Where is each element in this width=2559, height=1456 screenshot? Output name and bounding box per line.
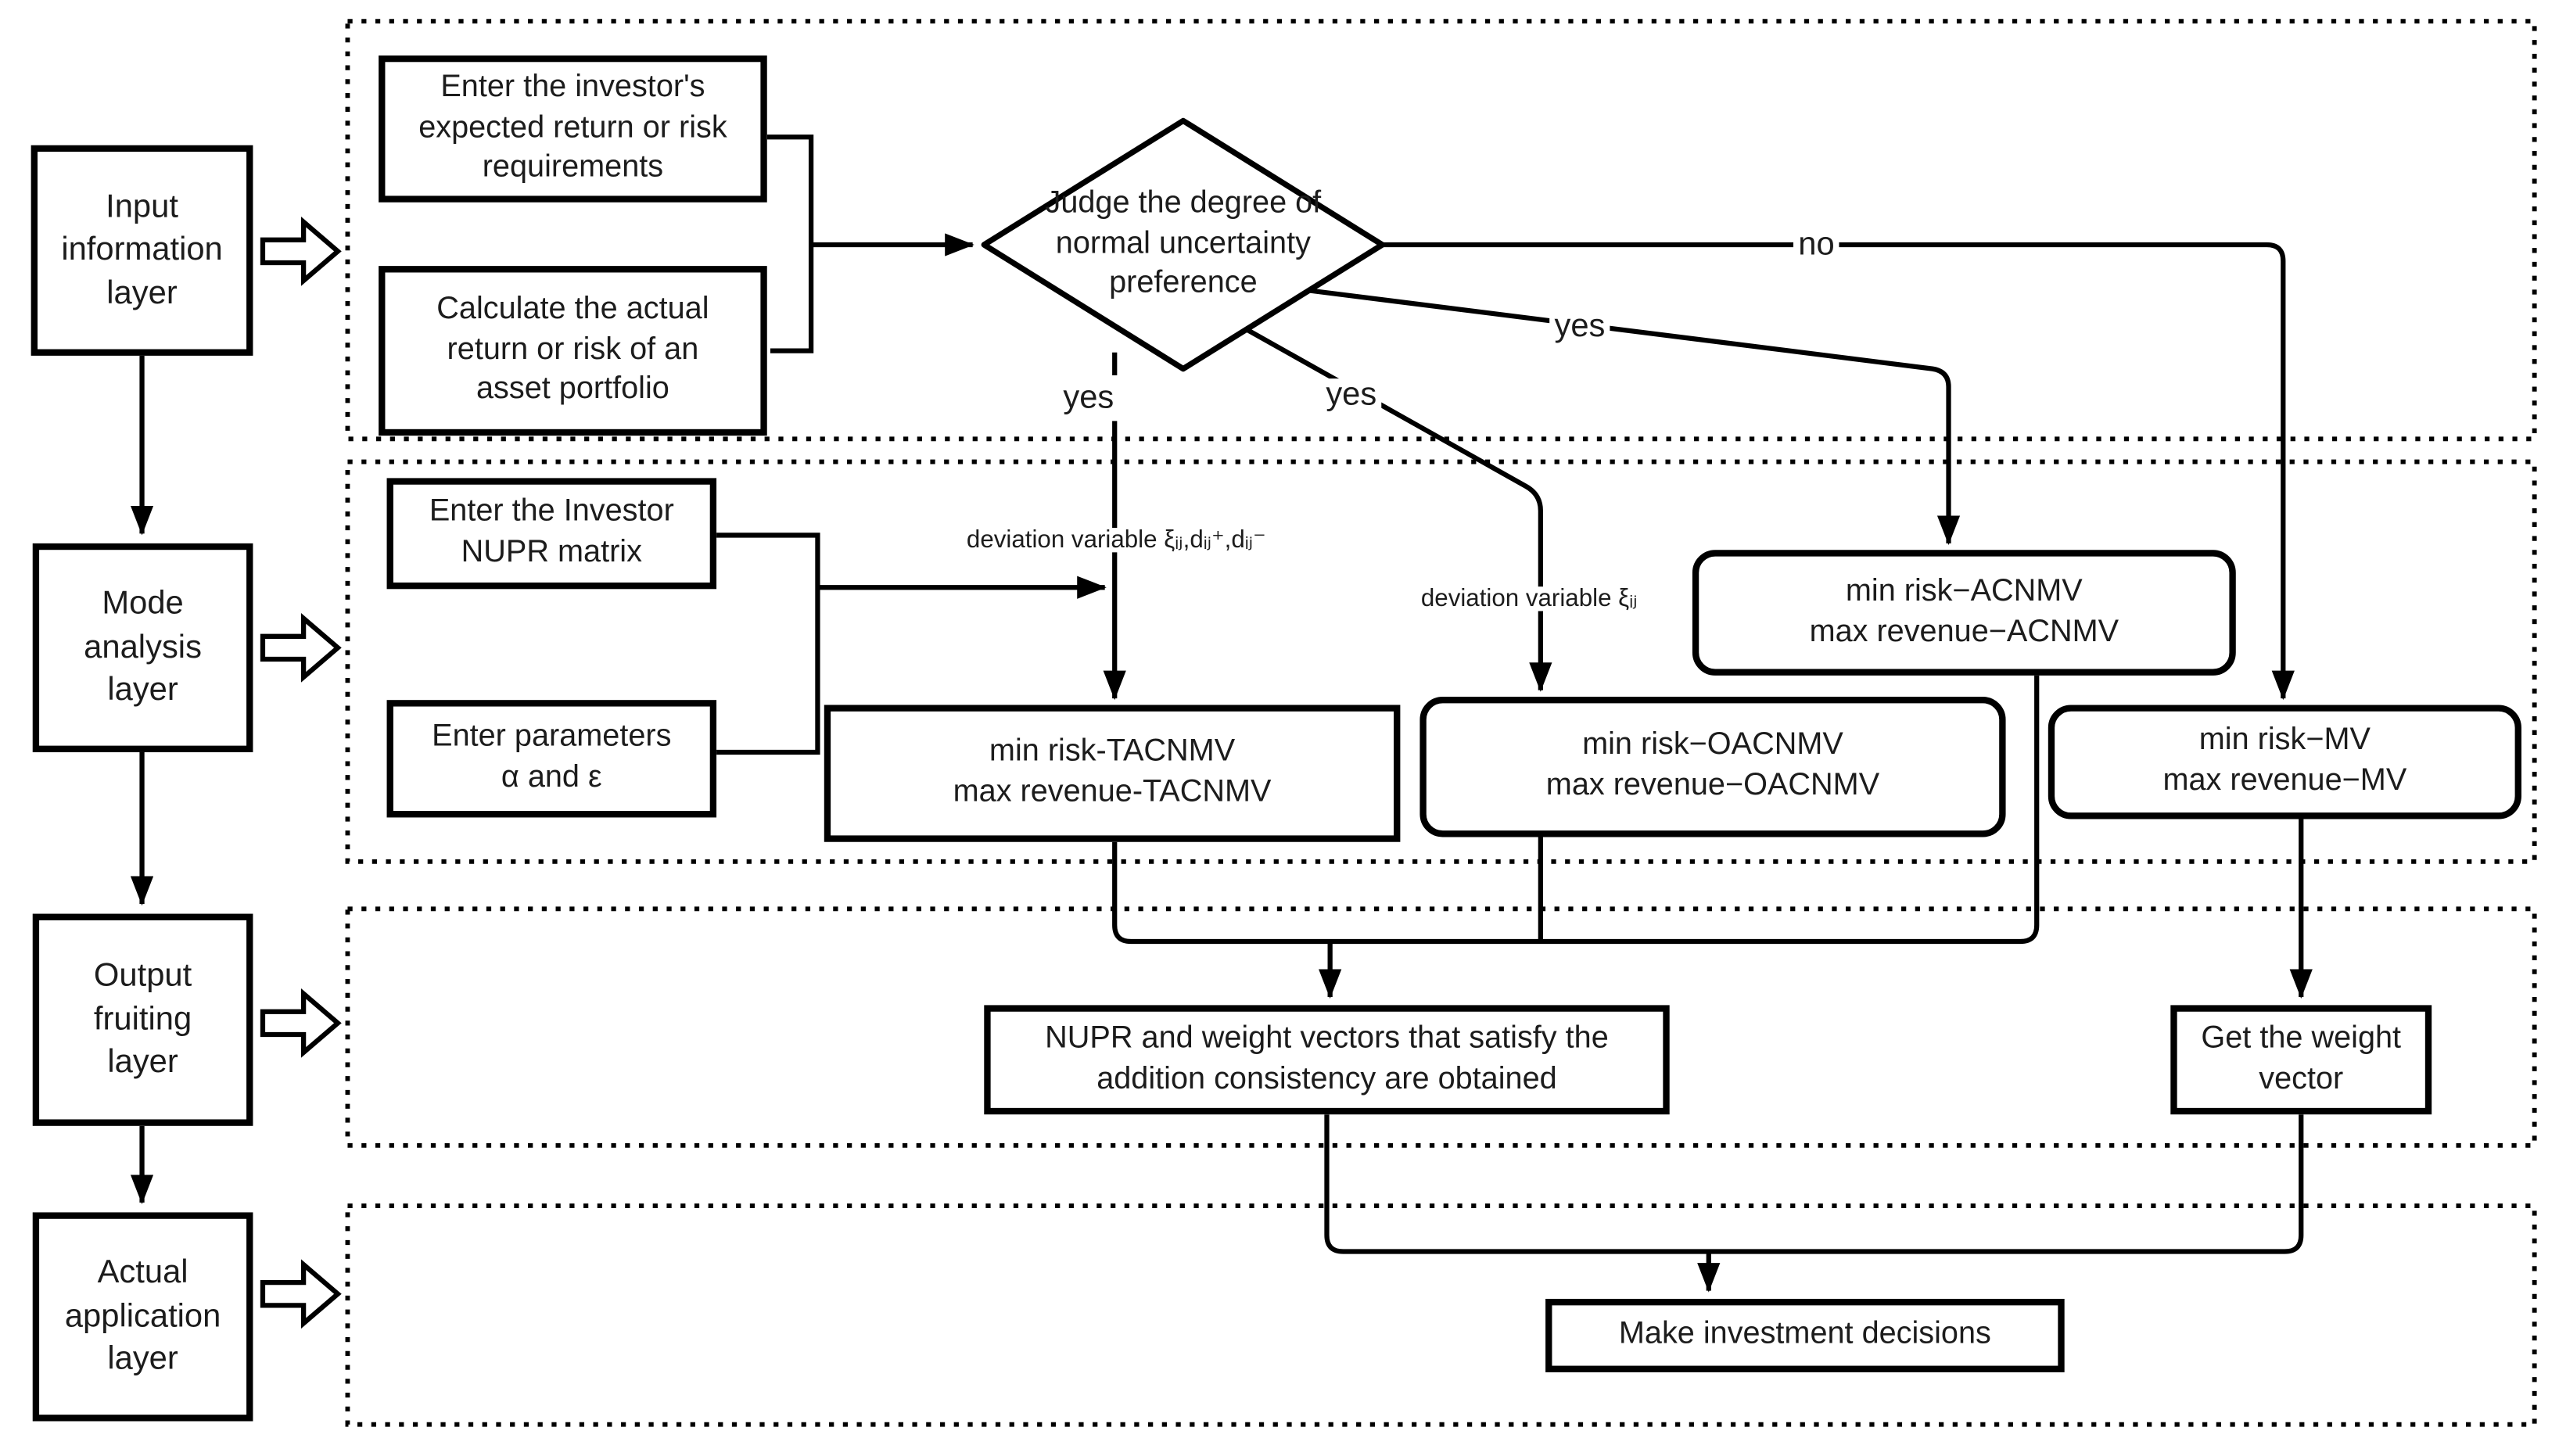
mode-input-boxes-bracket (716, 533, 820, 755)
actual-return-box: Calculate the actual return or risk of a… (379, 266, 767, 436)
acnmv-model-box: min risk−ACNMV max revenue−ACNMV (1692, 550, 2236, 676)
hollow-arrow-output-layer (260, 988, 342, 1058)
tacnmv-model-box: min risk-TACNMV max revenue-TACNMV (824, 705, 1401, 842)
oacnmv-model-box: min risk−OACNMV max revenue−OACNMV (1419, 697, 2006, 837)
decision-diamond-shape (981, 117, 1386, 372)
yes-path-to-acnmv (1308, 288, 1961, 545)
edge-label-deviation-variables-full: deviation variable ξᵢⱼ,dᵢⱼ⁺,dᵢⱼ⁻ (961, 528, 1271, 553)
output-layer-region (345, 906, 2537, 1148)
mv-model-box: min risk−MV max revenue−MV (2048, 705, 2521, 819)
decision-diamond-label: Judge the degree of normal uncertainty p… (1045, 185, 1322, 301)
edge-label-yes-oacnmv: yes (1321, 378, 1382, 411)
hollow-arrow-application-layer (260, 1259, 342, 1329)
hollow-arrow-mode-layer (260, 613, 342, 683)
edge-label-no: no (1793, 228, 1839, 261)
collector-models (1112, 675, 2040, 945)
expected-return-box: Enter the investor's expected return or … (379, 55, 767, 203)
nupr-weights-result-box: NUPR and weight vectors that satisfy the… (984, 1005, 1670, 1115)
layer-box-mode-analysis: Mode analysis layer (32, 543, 253, 752)
parameters-box: Enter parameters α and ε (386, 700, 717, 818)
weight-vector-result-box: Get the weight vector (2170, 1005, 2432, 1115)
edge-label-deviation-variable-xi: deviation variable ξᵢⱼ (1416, 586, 1642, 611)
collector-results (1324, 1114, 2304, 1254)
edge-label-yes-acnmv: yes (1549, 310, 1610, 343)
layer-box-actual-application: Actual application layer (32, 1212, 253, 1422)
no-path-to-mv (1382, 242, 2295, 701)
application-layer-region (345, 1203, 2537, 1427)
layer-box-output-fruiting: Output fruiting layer (32, 913, 253, 1126)
hollow-arrow-input-layer (260, 216, 342, 286)
edge-label-yes-tacnmv: yes (1058, 382, 1119, 414)
layer-box-input-information: Input information layer (31, 145, 253, 356)
make-investment-decisions-box: Make investment decisions (1545, 1299, 2065, 1372)
mode-layer-region (345, 459, 2537, 864)
nupr-matrix-box: Enter the Investor NUPR matrix (386, 478, 717, 590)
yes-path-to-oacnmv (1245, 327, 1552, 692)
input-boxes-bracket (766, 134, 814, 353)
